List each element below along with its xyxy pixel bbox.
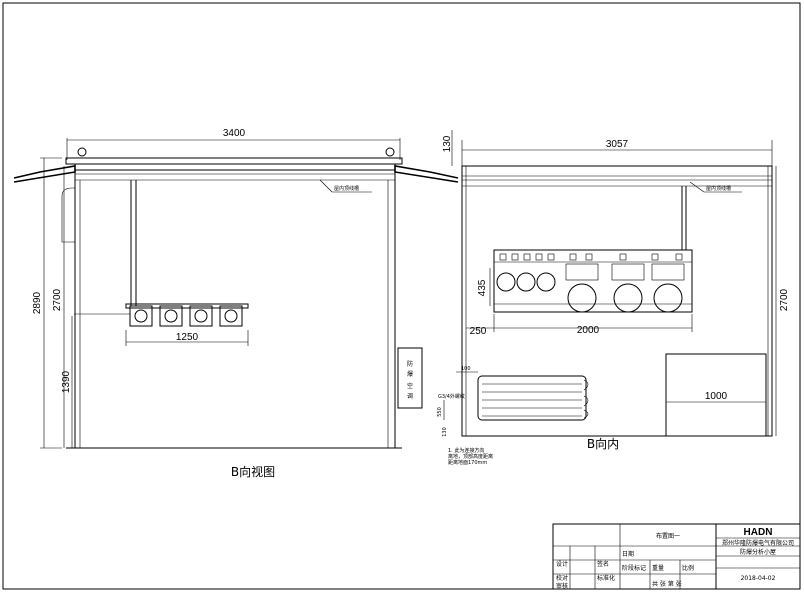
sheet-label: 共 张 第 张 [652,580,682,588]
junction-box-3 [189,305,213,327]
door-frame [61,187,76,243]
explosion-proof-ac [397,347,423,409]
dim-2700-right: 2700 [779,288,790,311]
ac-label-4: 调 [407,392,413,400]
b-view-title: B向视图 [231,464,275,479]
dim-2700-left: 2700 [52,288,63,311]
dim-1390: 1390 [61,370,72,393]
ac-label-1: 防 [407,360,413,368]
panel-1000 [665,353,767,437]
b-inner-title: B向内 [587,436,619,451]
row-design: 设计 [556,560,568,568]
drawing-date: 2018-04-02 [741,575,776,582]
scale-label: 比例 [682,564,694,572]
dim-550: 550 [437,407,443,417]
pipe-note-3: 距离地面170mm [448,459,487,466]
title-block: HADN 郑州华隆防爆电气有限公司 布置图一 防爆分析小屋 2018-04-02… [552,523,801,590]
row-check: 校对 [556,574,568,582]
junction-box-4 [219,305,243,327]
ac-label-3: 空 [407,382,413,390]
junction-box-group [129,305,243,327]
b-view: 3400 屋内顶线槽 [13,128,459,479]
sign-label: 签名 [597,560,609,568]
lifting-lug-right [385,147,395,157]
room-outline [461,165,773,437]
junction-box-2 [159,305,183,327]
dim-250: 250 [470,326,487,337]
wire-trough-label-right: 屋内顶线槽 [706,185,731,192]
pipe-note: G3/4外螺纹 [438,393,465,400]
drawing-name: 布置图一 [656,532,680,540]
dim-130-pipe: 130 [442,427,448,437]
instrument-rack [493,249,693,313]
pipe-note-2: 离地，顶部高度距离 [448,453,493,460]
dim-3400: 3400 [223,128,246,139]
rack-enclosures-large [565,263,685,313]
date-label: 日期 [622,550,634,558]
dim-435: 435 [477,279,488,296]
b-inner-view: 3057 屋内顶线槽 2700 [437,139,790,466]
dim-100: 100 [461,366,471,372]
dim-2000: 2000 [577,325,600,336]
wire-trough-label-left: 屋内顶线槽 [334,185,359,192]
dim-130-top: 130 [442,135,453,152]
weight-label: 重量 [652,564,664,572]
row-review: 审核 [556,582,568,590]
pipe-note-1: 1. 此为连接方向 [448,447,484,454]
dim-2890: 2890 [32,291,43,314]
rack-connectors [499,253,683,261]
stage-label: 阶段标记 [622,564,646,572]
product-name: 防爆分析小屋 [740,548,776,556]
junction-box-1 [129,305,153,327]
roof-beam [65,157,403,165]
pipe-coil [477,375,589,421]
standard-label: 标准化 [597,574,615,582]
roof-overhang-left [13,165,76,183]
company-logo: HADN [744,527,773,538]
dim-1000: 1000 [705,391,728,402]
box-rail [125,303,249,309]
company-name: 郑州华隆防爆电气有限公司 [722,539,794,547]
dim-1250: 1250 [176,332,199,343]
lifting-lug-left [77,147,87,157]
ac-label-2: 爆 [407,370,413,378]
roof-overhang-right [394,165,459,183]
dim-3057: 3057 [606,139,629,150]
rack-enclosures-small [496,272,556,292]
